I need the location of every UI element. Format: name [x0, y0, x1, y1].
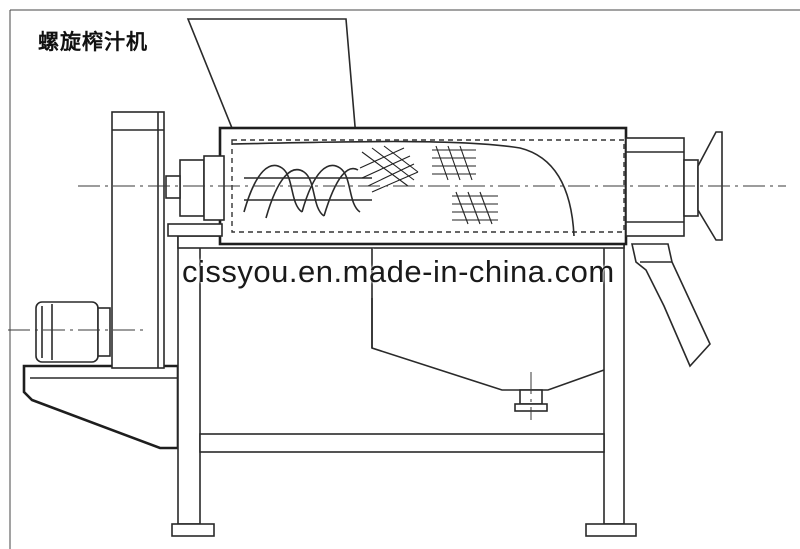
- electric-motor: [35, 301, 111, 363]
- page-frame: [9, 9, 800, 549]
- left-bearing-seat: [165, 155, 225, 237]
- screen-mesh-1: [359, 145, 419, 193]
- discharge-housing: [625, 137, 699, 237]
- feed-hopper: [186, 18, 357, 139]
- screen-mesh-3: [452, 191, 498, 225]
- spiral-screw: [243, 164, 372, 219]
- watermark-text: cissyou.en.made-in-china.com: [182, 254, 615, 289]
- diagram-title: 螺旋榨汁机: [38, 30, 148, 54]
- filter-screen: [231, 140, 575, 237]
- left-leg: [171, 235, 215, 537]
- residue-chute: [631, 243, 711, 368]
- motor-base: [22, 364, 180, 450]
- juice-collection-tray: [371, 248, 605, 412]
- screen-mesh-2: [432, 145, 476, 181]
- right-leg: [585, 239, 637, 537]
- belt-guard: [111, 111, 165, 369]
